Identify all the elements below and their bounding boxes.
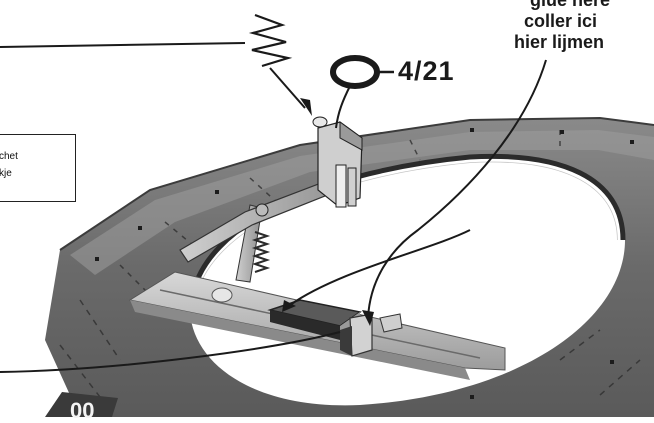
glue-here-label: glue here [530,0,611,10]
part-number-label: 4/21 [398,56,455,86]
coller-ici-label: coller ici [524,11,598,31]
base-marking-text: 00 [70,398,95,423]
spring-symbol-icon [248,13,293,68]
o-ring-icon [330,55,394,89]
leader-lines [0,42,547,373]
ring-track [45,116,654,417]
lever-assembly [179,116,363,283]
note-line-1: chet [0,151,18,162]
note-box: chet kje [0,134,76,202]
note-line-2: kje [0,168,12,179]
base-label-tab [45,392,118,417]
hier-lijmen-label: hier lijmen [514,32,605,52]
